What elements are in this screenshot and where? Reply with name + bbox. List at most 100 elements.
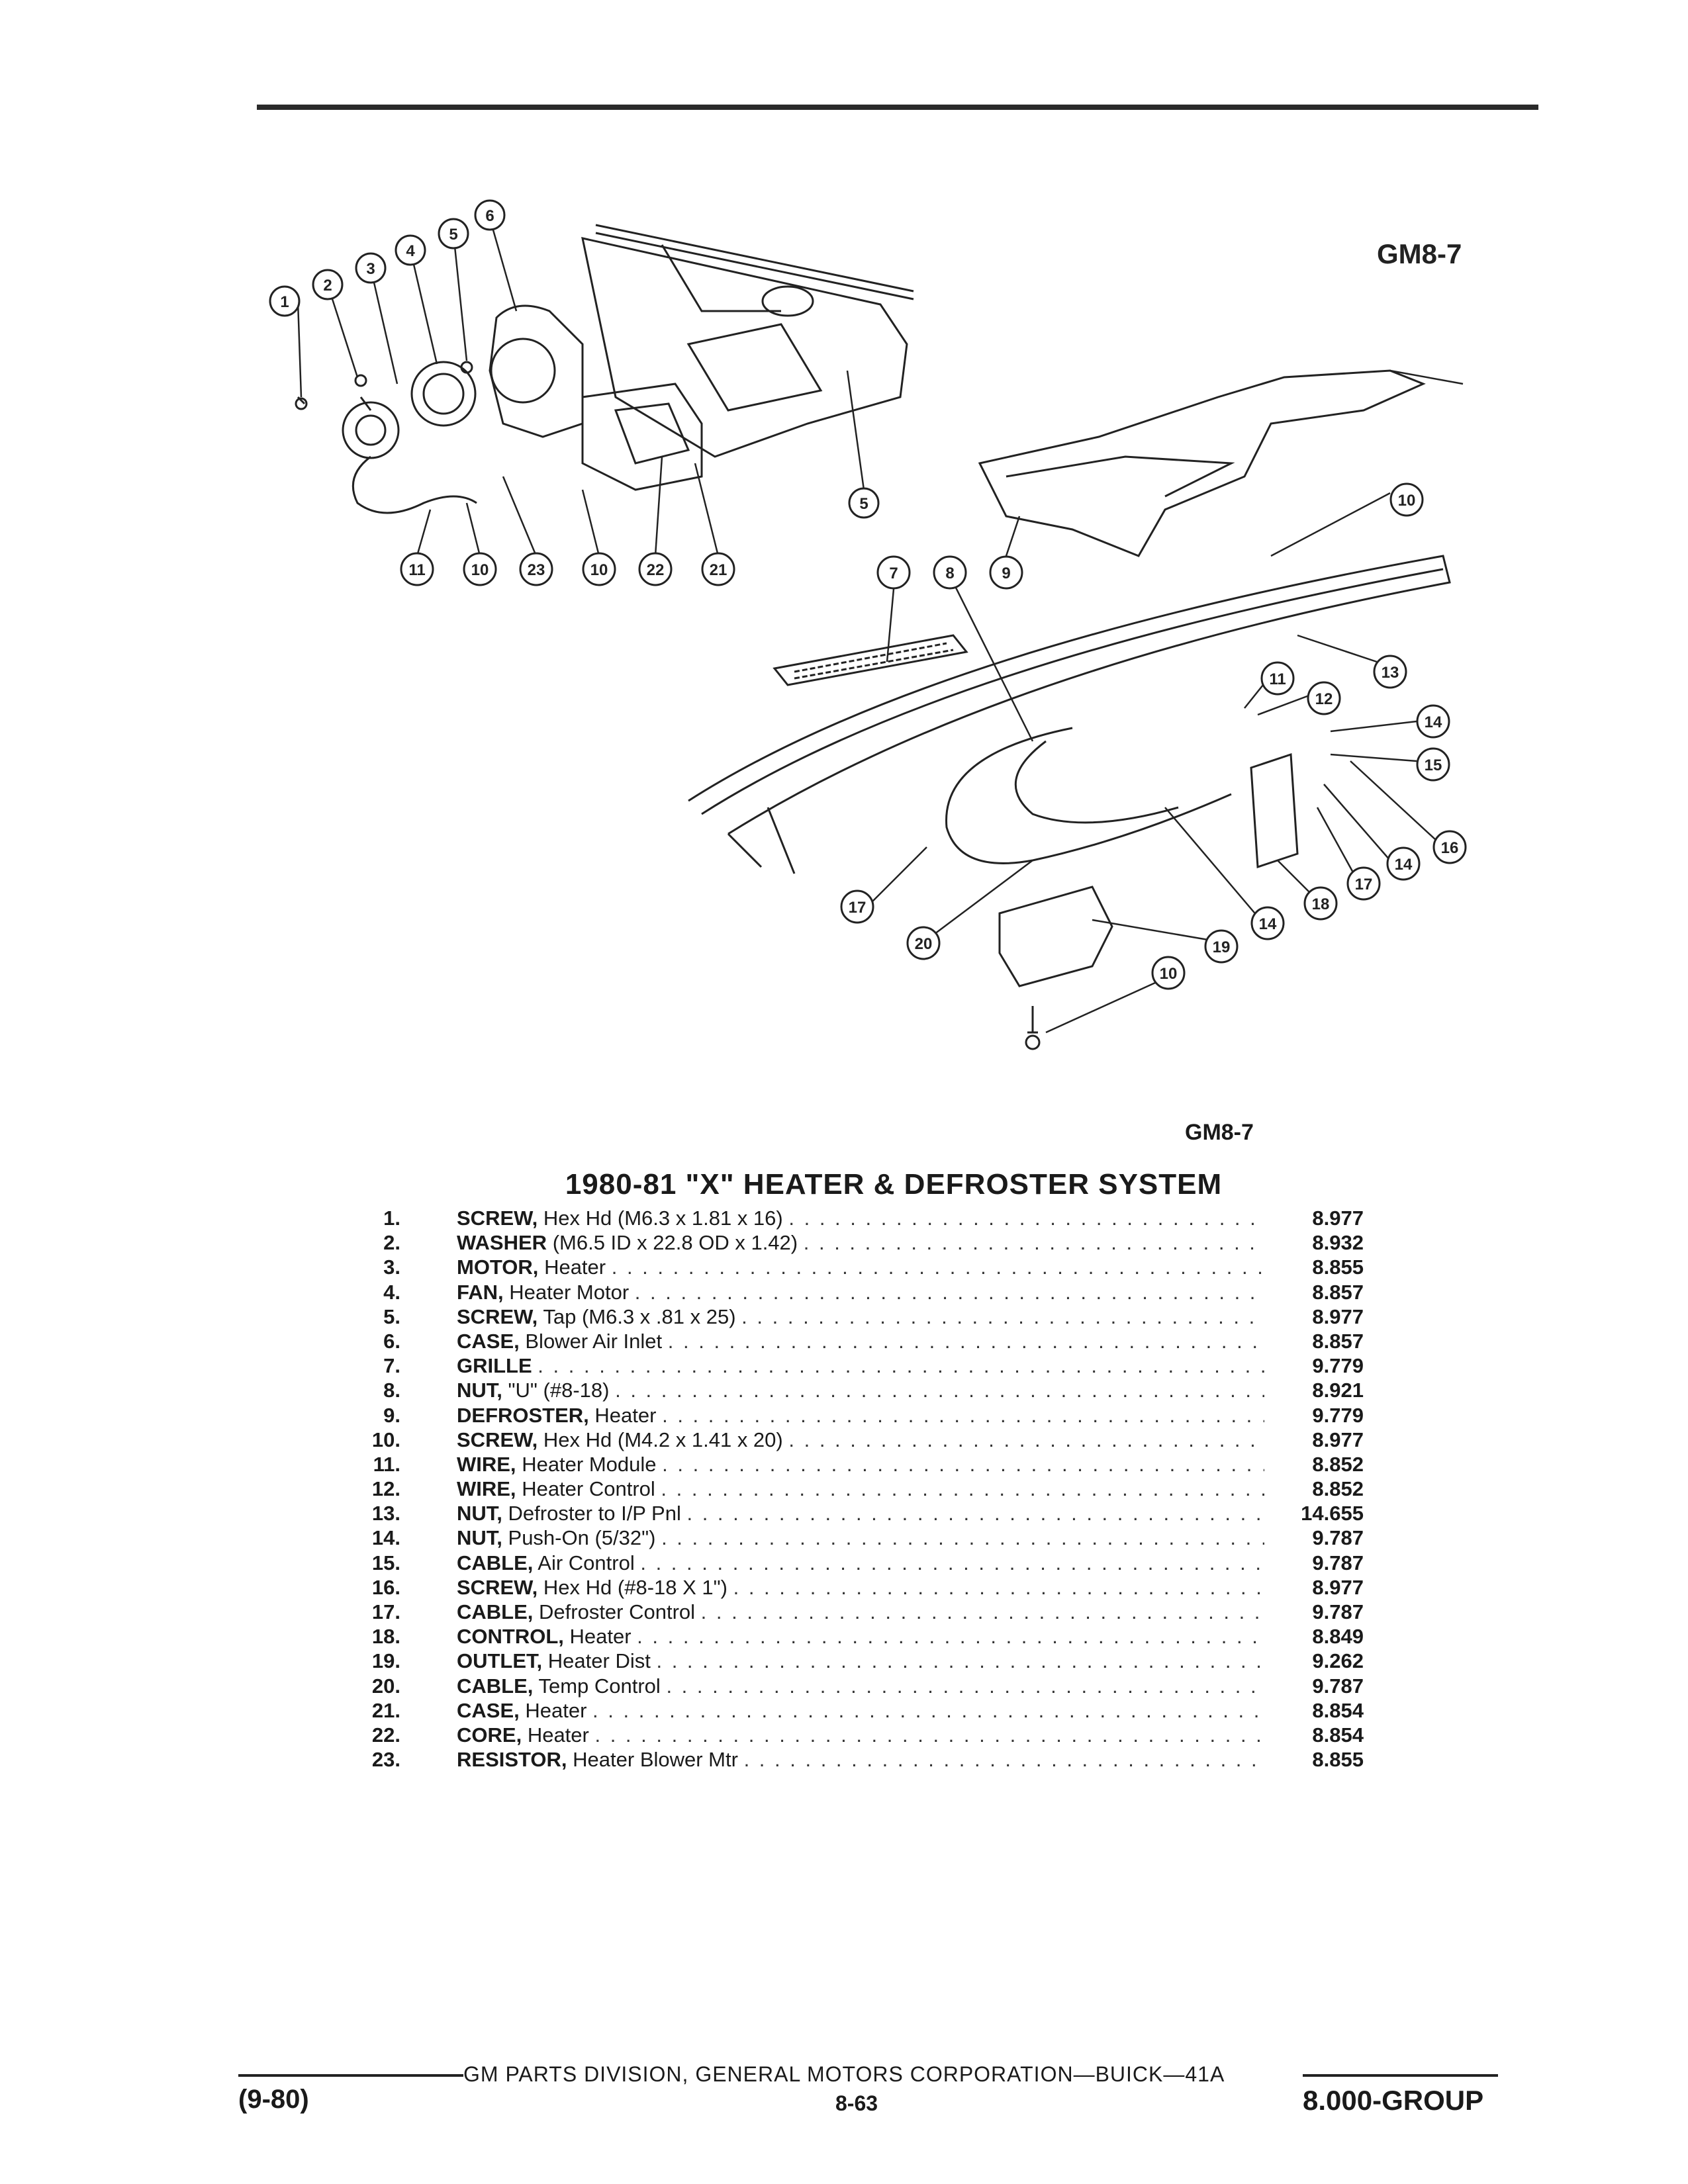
group-code: 8.855: [1312, 1748, 1364, 1772]
part-detail: (M6.5 ID x 22.8 OD x 1.42): [552, 1231, 798, 1255]
part-name: WASHER: [457, 1231, 547, 1255]
group-code: 8.854: [1312, 1698, 1364, 1722]
part-row: 23.RESISTOR, Heater Blower Mtr . . . . .…: [372, 1747, 1377, 1772]
part-row: 21. CASE, Heater . . . . . . . . . . . . …: [372, 1698, 1377, 1723]
part-row: 13. NUT, Defroster to I/P Pnl . . . . . .…: [372, 1501, 1377, 1525]
part-name: DEFROSTER,: [457, 1403, 589, 1427]
dot-leader: . . . . . . . . . . . . . . . . . . . . …: [700, 1600, 1264, 1623]
part-row: 8.NUT, "U" (#8-18) . . . . . . . . . . .…: [383, 1378, 1377, 1402]
callout-18: 18: [1303, 886, 1338, 921]
part-name: SCREW,: [457, 1304, 538, 1328]
part-detail: Heater Blower Mtr: [573, 1748, 738, 1772]
motor-wire: [352, 455, 477, 514]
part-detail: Heater: [594, 1403, 657, 1427]
svg-text:13: 13: [1382, 664, 1399, 682]
part-row: 12.WIRE, Heater Control . . . . . . . . …: [372, 1477, 1377, 1501]
callout-16: 16: [1432, 830, 1467, 864]
part-detail: Hex Hd (#8-18 X 1"): [543, 1575, 727, 1599]
part-detail: Tap (M6.3 x .81 x 25): [543, 1304, 736, 1328]
part-row: 16.SCREW, Hex Hd (#8-18 X 1") . . . . . …: [372, 1575, 1377, 1600]
group-code: 9.787: [1312, 1674, 1364, 1698]
part-number: 21.: [371, 1698, 400, 1722]
defroster-duct: [978, 369, 1426, 557]
part-row: 9. DEFROSTER, Heater . . . . . . . . . . …: [383, 1403, 1377, 1428]
part-name: CABLE,: [457, 1674, 534, 1698]
group-code: 8.852: [1312, 1477, 1364, 1501]
part-description: WASHER (M6.5 ID x 22.8 OD x 1.42) . . . …: [457, 1230, 1264, 1255]
part-detail: "U" (#8-18): [508, 1379, 610, 1402]
part-detail: Heater Module: [522, 1452, 657, 1476]
figure-code-top: GM8-7: [1377, 238, 1462, 269]
part-row: 7.GRILLE . . . . . . . . . . . . . . . .…: [383, 1353, 1377, 1378]
dot-leader: . . . . . . . . . . . . . . . . . . . . …: [803, 1231, 1264, 1255]
part-row: 20.CABLE, Temp Control . . . . . . . . .…: [372, 1674, 1377, 1698]
part-number: 23.: [371, 1748, 400, 1772]
part-row: 18.CONTROL, Heater . . . . . . . . . . .…: [372, 1624, 1377, 1649]
callout-22: 22: [638, 552, 673, 586]
callout-5: 5: [438, 218, 469, 250]
part-number: 19.: [371, 1649, 400, 1673]
part-row: 15. CABLE, Air Control . . . . . . . . . …: [372, 1551, 1377, 1575]
group-code: 8.857: [1312, 1280, 1364, 1304]
part-description: DEFROSTER, Heater . . . . . . . . . . . …: [457, 1403, 1264, 1428]
dot-leader: . . . . . . . . . . . . . . . . . . . . …: [661, 1477, 1264, 1501]
part-row: 3.MOTOR, Heater . . . . . . . . . . . . …: [383, 1255, 1377, 1279]
part-name: FAN,: [457, 1280, 504, 1304]
part-number: 1.: [383, 1206, 400, 1230]
instrument-panel: [688, 555, 1451, 835]
part-number: 9.: [383, 1403, 400, 1427]
svg-text:9: 9: [1002, 565, 1010, 582]
firewall-outline: [581, 237, 908, 458]
part-name: NUT,: [457, 1379, 502, 1402]
part-number: 8.: [383, 1379, 400, 1402]
part-row: 6. CASE, Blower Air Inlet . . . . . . . .…: [383, 1329, 1377, 1353]
part-name: NUT,: [457, 1502, 502, 1525]
svg-text:7: 7: [889, 565, 898, 582]
part-description: CASE, Blower Air Inlet . . . . . . . . .…: [457, 1329, 1264, 1353]
callout-17b: 17: [840, 889, 874, 924]
footer-rule-right: [1303, 2074, 1498, 2077]
part-name: MOTOR,: [457, 1255, 539, 1279]
svg-text:20: 20: [915, 935, 933, 953]
part-name: SCREW,: [457, 1575, 538, 1599]
part-number: 6.: [383, 1329, 400, 1353]
part-number: 13.: [371, 1502, 400, 1525]
dot-leader: . . . . . . . . . . . . . . . . . . . . …: [661, 1526, 1264, 1550]
part-number: 16.: [371, 1575, 400, 1599]
glovebox-opening: [686, 323, 823, 412]
part-detail: Defroster to I/P Pnl: [508, 1502, 681, 1525]
dot-leader: . . . . . . . . . . . . . . . . . . . . …: [594, 1723, 1264, 1747]
footer-group: 8.000-GROUP: [1303, 2085, 1484, 2116]
dot-leader: . . . . . . . . . . . . . . . . . . . . …: [686, 1502, 1264, 1525]
part-row: 19.OUTLET, Heater Dist . . . . . . . . .…: [372, 1649, 1377, 1673]
part-description: FAN, Heater Motor . . . . . . . . . . . …: [457, 1280, 1264, 1304]
part-number: 15.: [371, 1551, 400, 1574]
part-description: NUT, Defroster to I/P Pnl . . . . . . . …: [457, 1501, 1264, 1525]
page-title: 1980-81 "X" HEATER & DEFROSTER SYSTEM: [565, 1168, 1223, 1201]
group-code: 8.977: [1312, 1304, 1364, 1328]
part-description: CABLE, Air Control . . . . . . . . . . .…: [457, 1551, 1264, 1575]
blower-scroll: [490, 338, 556, 404]
dot-leader: . . . . . . . . . . . . . . . . . . . . …: [634, 1280, 1264, 1304]
part-number: 5.: [383, 1304, 400, 1328]
part-row: 10.SCREW, Hex Hd (M4.2 x 1.41 x 20) . . …: [372, 1428, 1377, 1452]
part-detail: Blower Air Inlet: [525, 1329, 663, 1353]
svg-text:15: 15: [1425, 756, 1442, 774]
part-name: CASE,: [457, 1698, 520, 1722]
part-name: CABLE,: [457, 1600, 534, 1623]
part-name: SCREW,: [457, 1206, 538, 1230]
dot-leader: . . . . . . . . . . . . . . . . . . . . …: [662, 1452, 1264, 1476]
dot-leader: . . . . . . . . . . . . . . . . . . . . …: [611, 1255, 1264, 1279]
part-description: CASE, Heater . . . . . . . . . . . . . .…: [457, 1698, 1264, 1723]
part-detail: Heater Control: [522, 1477, 655, 1501]
group-code: 8.854: [1312, 1723, 1364, 1747]
group-code: 9.787: [1312, 1526, 1364, 1550]
part-number: 18.: [371, 1625, 400, 1649]
part-description: GRILLE . . . . . . . . . . . . . . . . .…: [457, 1353, 1264, 1378]
cowl-lines: [595, 224, 914, 312]
dot-leader: . . . . . . . . . . . . . . . . . . . . …: [592, 1698, 1264, 1722]
part-description: CABLE, Temp Control . . . . . . . . . . …: [457, 1674, 1264, 1698]
dot-leader: . . . . . . . . . . . . . . . . . . . . …: [788, 1428, 1264, 1451]
svg-text:1: 1: [280, 293, 289, 311]
dot-leader: . . . . . . . . . . . . . . . . . . . . …: [741, 1304, 1264, 1328]
